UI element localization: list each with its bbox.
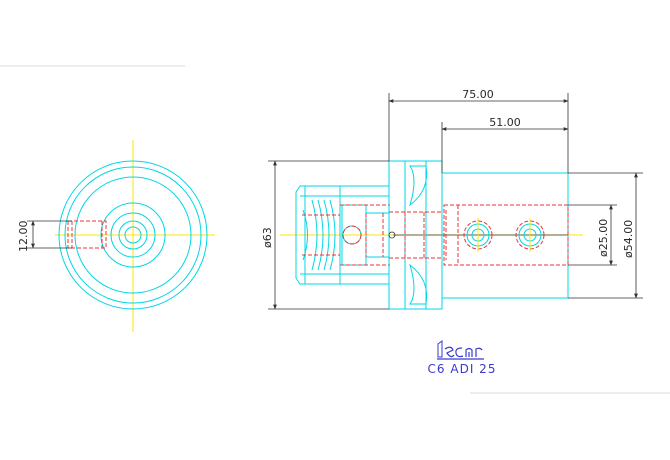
end-view-hub-circle [100,202,166,268]
flange-groove-bottom [409,263,428,305]
dimension-lines [268,93,643,310]
flange-groove-top [409,165,428,207]
body [441,172,569,299]
end-view [27,140,215,332]
dim-flange-diameter: ø63 [261,227,274,248]
dim-shank-length: 51.00 [489,116,521,129]
iscar-logo [437,340,484,360]
end-view-slot-hidden [67,220,107,249]
side-view [280,160,583,310]
dim-total-length: 75.00 [462,88,494,101]
body-bore-hidden [443,204,569,266]
dim-body-diameter: ø54.00 [622,220,635,258]
clamping-shank [295,185,389,285]
end-view-bore [124,226,142,244]
dim-bore-diameter: ø25.00 [597,219,610,257]
dim-slot-width: 12.00 [17,221,30,253]
end-view-outer-circle [58,160,208,310]
part-caption: C6 ADI 25 [428,362,497,376]
